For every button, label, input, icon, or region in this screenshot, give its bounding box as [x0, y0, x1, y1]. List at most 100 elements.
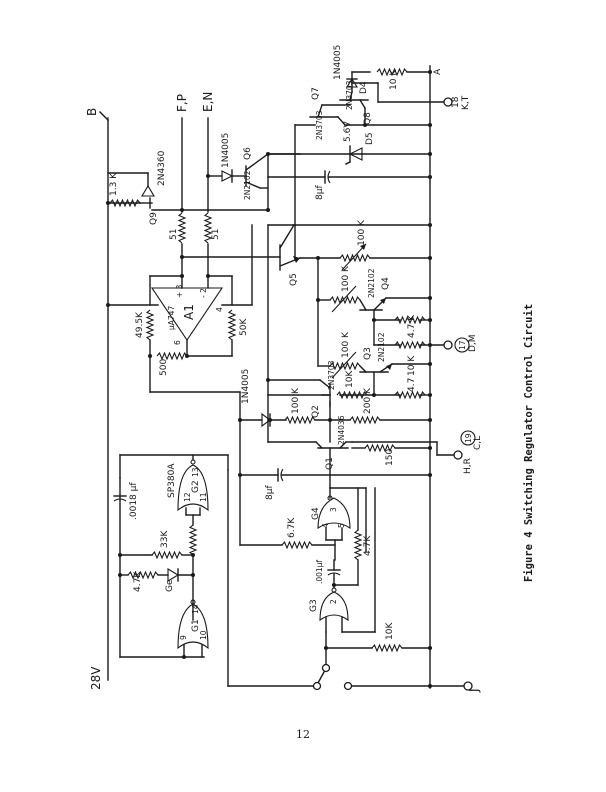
r-10k-q3-label: 10 K: [407, 355, 417, 376]
terminal-fp-label: F,P: [175, 94, 189, 112]
q1-ref-label: Q1: [325, 457, 335, 470]
q5-ref-label: Q5: [289, 273, 299, 286]
q2-part-label: 2N3703: [327, 360, 336, 390]
q9-transistor: [106, 172, 270, 212]
d4-part-label: 1N4005: [333, 45, 343, 80]
terminal-18-label: 18: [451, 96, 461, 108]
r-47k-g4-label: 4.7K: [363, 535, 373, 556]
g4-ref-label: G4: [311, 507, 321, 520]
c-8uf-top: [267, 170, 432, 184]
r-10k-q2-label: 10K: [345, 370, 355, 388]
g3-ref-label: G3: [309, 599, 319, 612]
terminal-b-label: B: [85, 108, 99, 116]
r-47k-g4: [333, 487, 362, 586]
terminal-17-label: 17: [458, 340, 467, 350]
r-47-q2-label: 4.7: [407, 378, 417, 392]
c-0018-label: .0018 µf: [129, 482, 139, 520]
r-495k-label: 49.5K: [135, 311, 145, 338]
g1-pin10-label: 10: [199, 630, 208, 640]
g3-pin2-label: 2: [329, 599, 338, 604]
d5-ref-label: D5: [365, 132, 375, 145]
terminal-17-circle: [454, 337, 470, 353]
q1-part-label: 2N4036: [337, 415, 346, 445]
a1-part-label: µA747: [167, 306, 176, 330]
r-10k-g3: [324, 644, 432, 652]
g4-pin3-label: 3: [329, 507, 338, 512]
d-q6-label: 1N4005: [221, 133, 231, 168]
q4-transistor: [316, 285, 449, 349]
d-ge-label: Ge: [165, 579, 175, 592]
r-500-label: 500: [159, 359, 169, 376]
supply-28v-label: 28V: [89, 666, 103, 690]
terminal-cl-label: C,L: [473, 436, 483, 450]
q9-part-label: 2N4360: [157, 150, 167, 186]
terminal-hr-label: H,R: [463, 458, 473, 474]
q8-part-label: 2N3703: [345, 80, 354, 110]
r-33k-label: 33K: [160, 530, 170, 548]
g1-pin14-label: 14: [191, 604, 200, 614]
a1-ref-label: A1: [182, 304, 196, 320]
c-8uf-mid: [238, 419, 432, 546]
q6-ref-label: Q6: [243, 147, 253, 160]
figure-caption: Figure 4 Switching Regulator Control Cir…: [523, 304, 535, 582]
q5-transistor: [180, 224, 319, 271]
q3-part-label: 2N2102: [377, 332, 386, 362]
q4-ref-label: Q4: [381, 277, 391, 290]
terminal-19[interactable]: [453, 450, 463, 460]
terminal-dm-label: D,M: [468, 334, 478, 352]
d-q2-network: [238, 412, 432, 443]
terminal-en-label: E,N: [201, 92, 215, 112]
rv-q4-label: 100 K: [341, 265, 351, 292]
terminal-18[interactable]: [443, 97, 453, 107]
q7-part-label: 2N3703: [315, 110, 324, 140]
q6-part-label: 2N2102: [243, 170, 252, 200]
r-q9-label: 1.3 K: [109, 172, 119, 196]
g4-pin5-label: 5: [337, 523, 346, 528]
r-47k-q4-label: 4.7 K: [407, 314, 417, 338]
q3-ref-label: Q3: [363, 347, 373, 360]
q9-ref-label: Q9: [149, 212, 159, 225]
a1-pin4-label: 4: [215, 307, 224, 312]
terminal-17[interactable]: [443, 340, 453, 350]
terminal-j[interactable]: [463, 681, 473, 691]
r-200k-label: 200 K: [363, 387, 373, 414]
rv-q5: [316, 243, 432, 271]
r-47k-g1-label: 4.7K: [133, 571, 143, 592]
rv-q5-label: 100 K: [357, 219, 367, 246]
c-8uf-top-label: 8µf: [315, 185, 325, 200]
r-a-label: 10 K: [389, 69, 399, 90]
r-fp-label: 51: [169, 229, 179, 240]
q7-ref-label: Q7: [311, 87, 321, 100]
terminal-j-label: J: [467, 688, 481, 693]
r-10k-g3-label: 10K: [385, 622, 395, 640]
g2-pin12-label: 12: [183, 492, 192, 502]
r-150-label: 150: [385, 449, 395, 466]
d5-part-label: 5.6V: [343, 121, 353, 142]
g3-gate: [319, 487, 376, 649]
d4-ref-label: D4: [359, 81, 369, 94]
switch[interactable]: [227, 469, 467, 691]
a1-pin6-label: 6: [173, 340, 182, 345]
a1-plus-label: + 3: [175, 284, 184, 298]
q8-ref-label: Q8: [363, 112, 373, 125]
input-en-line: [204, 117, 212, 277]
r-100k-q2-label: 100 K: [291, 387, 301, 414]
q7-q8-network: [294, 68, 449, 261]
c-001-label: .001µf: [315, 560, 324, 584]
r-67k-label: 6.7K: [287, 517, 297, 538]
rail-28v: [99, 111, 109, 681]
oscillator-block: [113, 454, 229, 659]
r-50k-label: 50K: [239, 318, 249, 336]
g4-pin4-label: 4: [321, 523, 330, 528]
opamp-a1: [106, 224, 253, 421]
terminal-19-label: 19: [464, 433, 473, 443]
c-001: [327, 559, 341, 589]
r-en-label: 51: [211, 229, 221, 240]
terminal-19-circle: [460, 430, 476, 446]
q3-transistor: [317, 351, 432, 399]
g2-ref-label: G2: [191, 480, 201, 493]
a1-minus-label: - 2: [199, 288, 208, 298]
g2-pin13-label: 13: [191, 467, 200, 477]
input-fp-line: [178, 117, 186, 277]
